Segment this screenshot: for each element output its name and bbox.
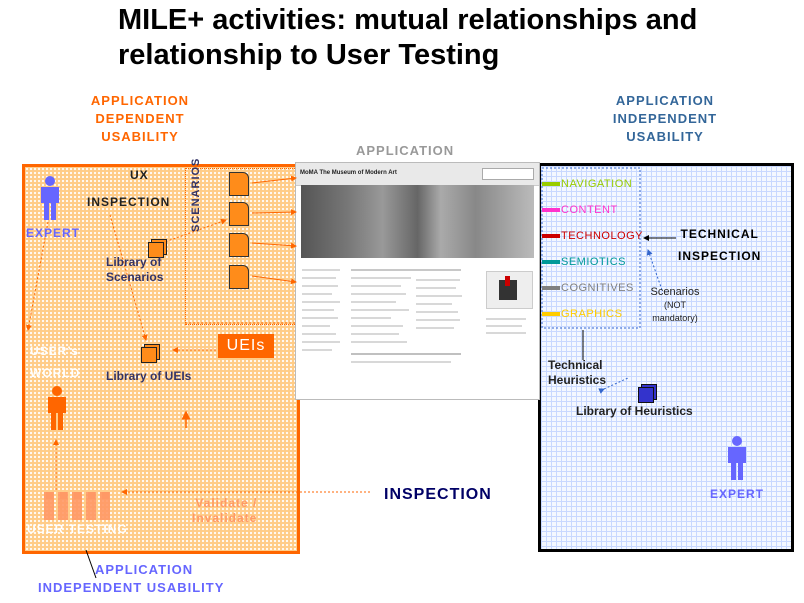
heuristic-label: GRAPHICS xyxy=(561,308,623,320)
header-line: INDEPENDENT xyxy=(612,111,718,126)
label-line: Invalidate xyxy=(192,511,258,525)
validate-label: Validate / Invalidate xyxy=(192,496,257,526)
heuristic-item: COGNITIVES xyxy=(542,275,643,301)
users-world-label: USER’s WORLD xyxy=(30,340,80,384)
scenario-arrow xyxy=(251,175,297,184)
heuristic-color-bar xyxy=(542,182,560,187)
inspection-to-ueis-arrow xyxy=(109,214,148,341)
heuristic-color-bar xyxy=(542,286,560,291)
heuristic-label: TECHNOLOGY xyxy=(561,230,644,242)
label-line: Validate / xyxy=(195,496,258,510)
footer-app-independent-label: APPLICATION INDEPENDENT USABILITY xyxy=(38,561,224,597)
moma-building-photo xyxy=(301,185,534,258)
ux-label: UX xyxy=(130,168,149,182)
label-line: APPLICATION xyxy=(95,562,194,577)
moma-nav-column xyxy=(302,263,344,383)
header-line: APPLICATION xyxy=(90,93,190,108)
header-line: APPLICATION xyxy=(615,93,715,108)
label-line: WORLD xyxy=(30,366,81,380)
inspection-label: INSPECTION xyxy=(87,195,171,209)
library-to-scenarios-arrow xyxy=(161,218,227,244)
scenario-document-icon xyxy=(229,233,249,257)
scenario-arrow xyxy=(251,275,297,285)
header-line: USABILITY xyxy=(101,129,179,144)
scenarios-dotted-arrow xyxy=(646,249,663,291)
label-line: Technical xyxy=(548,358,603,372)
moma-mid-column xyxy=(416,273,466,329)
scenario-document-icon xyxy=(229,265,249,289)
header-line: DEPENDENT xyxy=(95,111,185,126)
moma-right-column xyxy=(486,313,531,334)
heuristics-list: NAVIGATION CONTENT TECHNOLOGY SEMIOTICS … xyxy=(542,171,643,327)
heuristic-item: TECHNOLOGY xyxy=(542,223,643,249)
label-line: Scenarios xyxy=(650,286,700,298)
moma-thumbnail xyxy=(486,271,533,309)
user-person-icon xyxy=(47,386,67,432)
library-ueis-label: Library of UEIs xyxy=(106,369,192,383)
heuristic-item: NAVIGATION xyxy=(542,171,643,197)
label-line: Library of xyxy=(106,255,162,269)
header-line: USABILITY xyxy=(626,129,704,144)
label-line: mandatory) xyxy=(652,313,698,323)
label-line: TECHNICAL xyxy=(680,227,759,241)
center-inspection-label: INSPECTION xyxy=(384,486,492,503)
scenario-arrow xyxy=(251,242,297,249)
expert-person-icon xyxy=(726,436,748,482)
user-testing-label: USER TESTING xyxy=(27,522,128,536)
technical-heuristics-label: Technical Heuristics xyxy=(548,358,606,388)
heuristic-label: SEMIOTICS xyxy=(561,256,627,268)
label-line: Heuristics xyxy=(548,373,607,387)
heuristic-label: NAVIGATION xyxy=(561,178,633,190)
heuristics-bracket xyxy=(541,167,641,329)
scenarios-note: Scenarios (NOT mandatory) xyxy=(640,286,710,325)
heuristic-item: GRAPHICS xyxy=(542,301,643,327)
label-line: USER’s xyxy=(30,344,79,358)
scenario-document-icon xyxy=(229,172,249,196)
expert-label-left: EXPERT xyxy=(26,226,81,240)
heuristic-color-bar xyxy=(542,208,560,213)
library-scenarios-icon xyxy=(148,242,164,258)
moma-title: MoMA The Museum of Modern Art xyxy=(300,170,397,176)
heuristic-label: CONTENT xyxy=(561,204,618,216)
app-dependent-panel xyxy=(22,164,300,554)
heuristic-item: SEMIOTICS xyxy=(542,249,643,275)
moma-content-column xyxy=(351,263,471,383)
scenario-arrow xyxy=(251,209,297,216)
moma-search-box xyxy=(482,168,534,180)
heuristic-color-bar xyxy=(542,260,560,265)
library-heuristics-icon xyxy=(638,387,654,403)
expert-label-right: EXPERT xyxy=(710,487,765,501)
heuristic-label: COGNITIVES xyxy=(561,282,634,294)
application-header: APPLICATION xyxy=(356,143,455,158)
footer-connector xyxy=(85,549,97,579)
page-title: MILE+ activities: mutual relationships a… xyxy=(118,4,698,71)
scenario-document-icon xyxy=(229,202,249,226)
library-ueis-icon xyxy=(141,347,157,363)
user-testing-group-icon xyxy=(44,492,114,520)
label-line: (NOT xyxy=(664,300,686,310)
expert-person-icon xyxy=(39,176,61,222)
library-scenarios-label: Library of Scenarios xyxy=(106,255,163,285)
library-heuristics-label: Library of Heuristics xyxy=(576,404,693,418)
label-line: INDEPENDENT USABILITY xyxy=(38,580,225,595)
label-line: INSPECTION xyxy=(678,249,762,263)
app-independent-usability-header: APPLICATION INDEPENDENT USABILITY xyxy=(585,92,745,146)
library-heuristics-arrow xyxy=(598,377,629,394)
label-line: Scenarios xyxy=(106,270,164,284)
app-dependent-usability-header: APPLICATION DEPENDENT USABILITY xyxy=(60,92,220,146)
heuristic-item: CONTENT xyxy=(542,197,643,223)
scenarios-label: SCENARIOS xyxy=(190,157,202,232)
heuristic-color-bar xyxy=(542,312,560,317)
ueis-badge: UEIs xyxy=(218,334,274,358)
technical-inspection-label: TECHNICAL INSPECTION xyxy=(678,223,761,267)
heuristic-color-bar xyxy=(542,234,560,239)
